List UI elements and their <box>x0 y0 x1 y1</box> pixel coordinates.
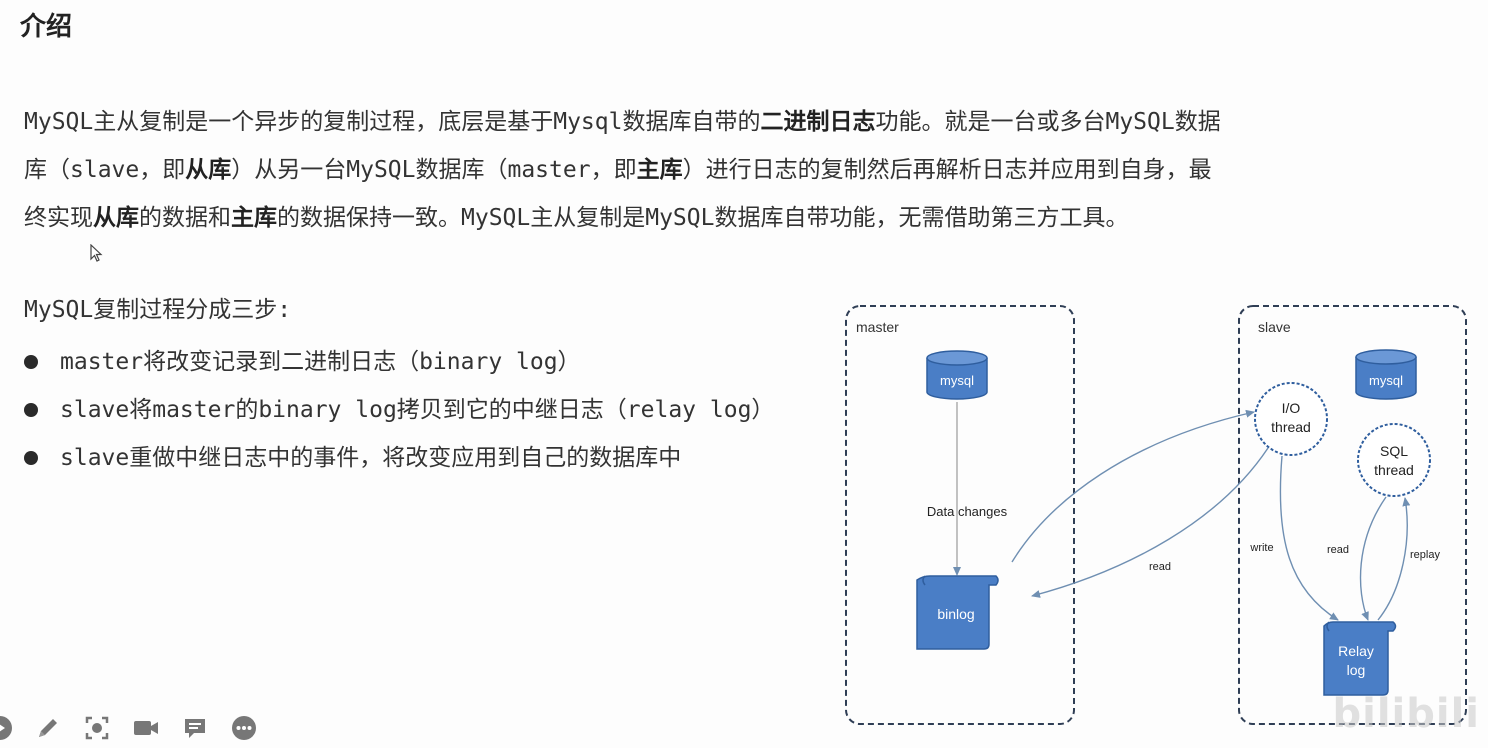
slave-container <box>1238 305 1467 725</box>
list-item: slave重做中继日志中的事件，将改变应用到自己的数据库中 <box>24 434 774 482</box>
relay-log-scroll-icon: Relay log <box>1323 621 1397 696</box>
list-item: slave将master的binary log拷贝到它的中继日志（relay l… <box>24 386 774 434</box>
pen-icon[interactable] <box>33 713 63 743</box>
emphasis-binary-log: 二进制日志 <box>760 109 876 135</box>
play-icon[interactable] <box>0 713 14 743</box>
sql-thread-label-2: thread <box>1374 462 1414 478</box>
relay-label-2: log <box>1347 662 1366 678</box>
screenshot-icon[interactable] <box>82 713 112 743</box>
video-camera-icon[interactable] <box>131 713 161 743</box>
read-relay-label: read <box>1327 544 1349 556</box>
binlog-to-io-arrow <box>1011 409 1255 563</box>
bullet-icon <box>24 355 38 369</box>
write-label: write <box>1249 542 1273 554</box>
binlog-scroll-icon: binlog <box>916 575 999 650</box>
comment-icon[interactable] <box>180 713 210 743</box>
list-item: master将改变记录到二进制日志（binary log） <box>24 338 774 386</box>
intro-paragraph: MySQL主从复制是一个异步的复制过程，底层是基于Mysql数据库自带的二进制日… <box>24 109 1221 231</box>
replay-arrow <box>1377 497 1411 621</box>
mouse-cursor-icon <box>90 244 103 262</box>
write-relay-arrow <box>1279 455 1339 621</box>
master-database-icon: mysql <box>926 350 988 400</box>
steps-list: master将改变记录到二进制日志（binary log） slave将mast… <box>24 338 774 482</box>
io-read-binlog-arrow <box>1031 447 1269 598</box>
replay-label: replay <box>1410 549 1440 561</box>
sql-thread-node: SQL thread <box>1357 423 1431 497</box>
master-container <box>845 305 1075 725</box>
slave-label: slave <box>1258 319 1291 335</box>
io-thread-label-1: I/O <box>1282 400 1301 416</box>
more-icon[interactable] <box>229 713 259 743</box>
sql-read-relay-arrow <box>1359 496 1387 621</box>
slave-db-label: mysql <box>1369 373 1403 388</box>
sql-thread-label-1: SQL <box>1380 443 1408 459</box>
emphasis-master-db-2: 主库 <box>231 205 277 231</box>
data-changes-label: Data changes <box>927 504 1008 519</box>
emphasis-master-db: 主库 <box>636 157 683 183</box>
slave-database-icon: mysql <box>1355 349 1417 400</box>
binlog-label: binlog <box>937 606 974 622</box>
io-thread-label-2: thread <box>1271 419 1311 435</box>
master-db-label: mysql <box>940 373 974 388</box>
bullet-icon <box>24 451 38 465</box>
presentation-toolbar <box>0 708 278 748</box>
io-thread-node: I/O thread <box>1254 382 1328 456</box>
bullet-icon <box>24 403 38 417</box>
master-label: master <box>856 319 899 335</box>
emphasis-slave-db-2: 从库 <box>93 205 139 231</box>
steps-title: MySQL复制过程分成三步: <box>24 297 292 323</box>
emphasis-slave-db: 从库 <box>185 157 232 183</box>
relay-label-1: Relay <box>1338 643 1374 659</box>
read-master-label: read <box>1149 561 1171 573</box>
bilibili-watermark: bilibili <box>1332 691 1480 737</box>
slide-title: 介绍 <box>20 12 73 42</box>
